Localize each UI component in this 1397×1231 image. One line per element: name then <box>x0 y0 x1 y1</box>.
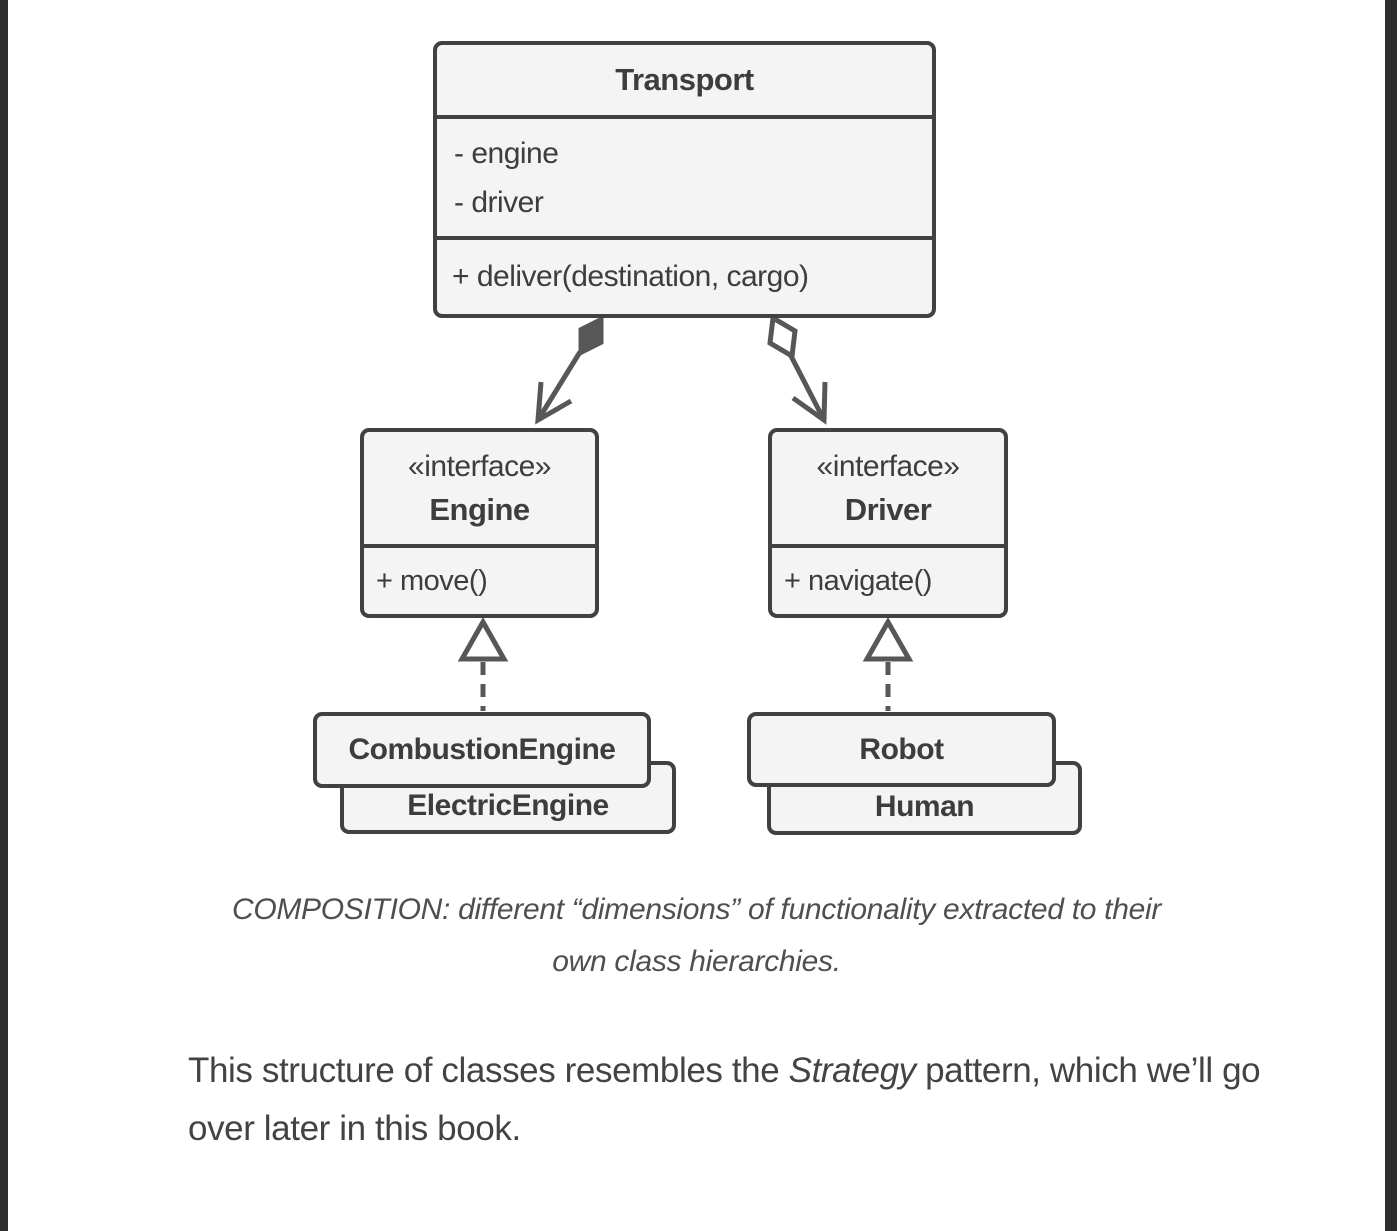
realization-connector-driver <box>862 616 914 711</box>
interface-box-driver: «interface» Driver + navigate() <box>768 428 1008 618</box>
stereotype-label: «interface» <box>816 450 960 483</box>
class-title-combustion-engine: CombustionEngine <box>348 733 616 766</box>
interface-box-engine: «interface» Engine + move() <box>360 428 599 618</box>
figure-caption-line1: COMPOSITION: different “dimensions” of f… <box>231 893 1162 926</box>
body-text-before: This structure of classes resembles the <box>188 1051 789 1090</box>
arrowhead-icon <box>791 381 828 425</box>
composition-line <box>535 350 583 422</box>
interface-methods-engine: + move() <box>364 548 595 614</box>
aggregation-hollow-diamond-icon <box>767 313 798 361</box>
right-frame-bar <box>1385 0 1397 1231</box>
realization-triangle-icon <box>862 616 914 662</box>
method-navigate: + navigate() <box>784 564 932 597</box>
figure-caption-line2: own class hierarchies. <box>552 945 841 978</box>
aggregation-line <box>787 352 827 422</box>
realization-connector-engine <box>457 616 509 711</box>
class-title-human: Human <box>874 790 975 823</box>
interface-name-driver: Driver <box>844 492 932 527</box>
interface-name-engine: Engine <box>429 492 530 527</box>
class-fields-transport: - engine - driver <box>437 119 932 236</box>
interface-title-engine: «interface» Engine <box>364 432 595 548</box>
class-title-robot: Robot <box>859 732 944 766</box>
body-paragraph: This structure of classes resembles the … <box>188 1042 1263 1158</box>
field-driver: - driver <box>454 185 544 219</box>
class-box-robot: Robot <box>747 712 1056 787</box>
method-move: + move() <box>376 564 488 597</box>
class-box-transport: Transport - engine - driver + deliver(de… <box>433 41 936 318</box>
interface-title-driver: «interface» Driver <box>772 432 1004 548</box>
left-frame-bar <box>0 0 8 1231</box>
method-deliver: + deliver(destination, cargo) <box>452 260 809 293</box>
composition-connector-engine <box>535 315 604 425</box>
realization-triangle-icon <box>457 616 509 662</box>
body-text-italic: Strategy <box>788 1051 917 1090</box>
class-title-electric-engine: ElectricEngine <box>407 789 609 822</box>
interface-methods-driver: + navigate() <box>772 548 1004 614</box>
figure-caption: COMPOSITION: different “dimensions” of f… <box>8 884 1385 988</box>
class-title-transport: Transport <box>437 45 932 119</box>
class-box-combustion-engine: CombustionEngine <box>313 712 651 788</box>
body-text-after: pattern, which we’ll go over later in th… <box>188 1051 1261 1148</box>
class-methods-transport: + deliver(destination, cargo) <box>437 236 932 314</box>
arrowhead-icon <box>535 381 573 425</box>
field-engine: - engine <box>454 136 559 170</box>
stereotype-label: «interface» <box>408 450 551 483</box>
composition-filled-diamond-icon <box>578 315 604 357</box>
aggregation-connector-driver <box>767 313 828 425</box>
